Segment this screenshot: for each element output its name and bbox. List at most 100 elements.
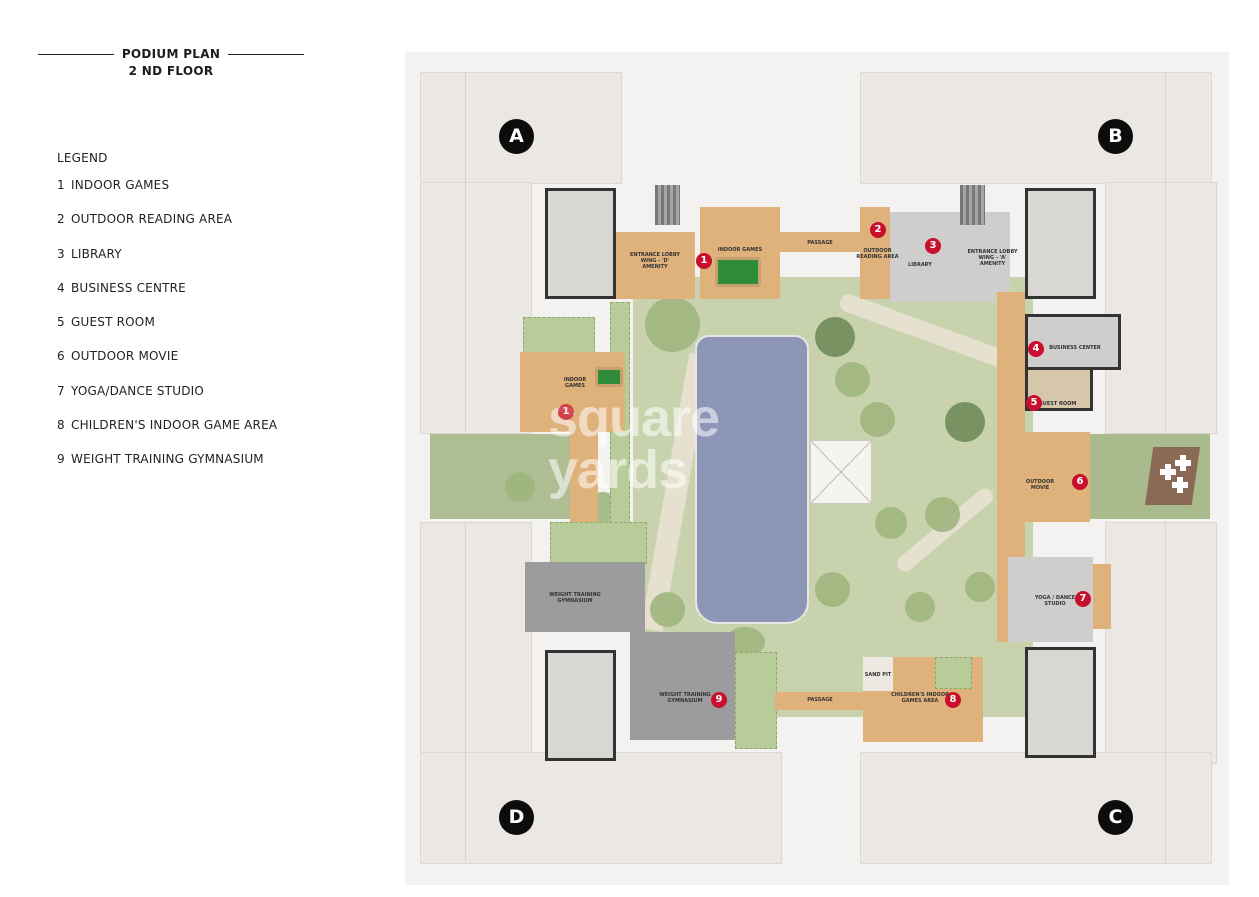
legend-item: 1 INDOOR GAMES — [57, 178, 277, 212]
entrance-lobby-d — [615, 232, 695, 299]
legend-label: YOGA/DANCE STUDIO — [71, 383, 205, 398]
tower-b-apartments — [860, 72, 1212, 184]
legend-item: 9 WEIGHT TRAINING GYMNASIUM — [57, 452, 277, 486]
floor-plan: ENTRANCE LOBBY WING - 'D' AMENITY INDOOR… — [405, 52, 1229, 885]
marker-6[interactable]: 6 — [1072, 474, 1088, 490]
tree-icon — [650, 592, 685, 627]
legend-number: 3 — [57, 246, 65, 261]
room-label: CHILDREN'S INDOOR GAMES AREA — [891, 692, 949, 704]
legend-number: 7 — [57, 383, 65, 398]
ghost-wall — [465, 522, 466, 862]
marker-2[interactable]: 2 — [870, 222, 886, 238]
tower-c-apartments — [860, 752, 1212, 864]
title-rule-right — [228, 54, 304, 55]
tree-icon — [505, 472, 535, 502]
tower-d-apartments — [420, 752, 782, 864]
room-label: ENTRANCE LOBBY WING - 'D' AMENITY — [630, 252, 680, 270]
seat-icon — [1175, 455, 1191, 471]
core-tower-b — [1025, 188, 1096, 299]
tree-icon — [925, 497, 960, 532]
legend-number: 5 — [57, 315, 65, 330]
landscape-west — [430, 434, 580, 519]
weight-training-gym-2 — [630, 632, 735, 740]
room-label: PASSAGE — [807, 240, 833, 246]
foosball-table-icon — [595, 367, 623, 387]
room-label: INDOOR GAMES — [717, 247, 763, 253]
legend-label: INDOOR GAMES — [71, 178, 170, 192]
legend-item: 7 YOGA/DANCE STUDIO — [57, 384, 277, 418]
tree-icon — [965, 572, 995, 602]
marker-4[interactable]: 4 — [1028, 341, 1044, 357]
legend-label: CHILDREN'S INDOOR GAME AREA — [71, 418, 278, 433]
title-line-1: PODIUM PLAN — [121, 47, 221, 61]
weight-training-gym-1 — [525, 562, 645, 632]
plan-title: PODIUM PLAN 2 ND FLOOR — [38, 47, 304, 78]
tree-icon — [815, 317, 855, 357]
indoor-games-west — [520, 352, 625, 432]
lawn-gym — [735, 652, 777, 749]
tower-badge-b[interactable]: B — [1098, 119, 1133, 154]
tree-icon — [835, 362, 870, 397]
room-label: OUTDOOR READING AREA — [856, 248, 899, 260]
tower-c-apartments-side — [1105, 522, 1217, 764]
legend-title: LEGEND — [57, 151, 108, 165]
title-rule-left — [38, 54, 114, 55]
room-label: YOGA / DANCE STUDIO — [1034, 595, 1076, 607]
marker-1[interactable]: 1 — [696, 253, 712, 269]
room-label: BUSINESS CENTER — [1049, 345, 1101, 351]
tower-badge-d[interactable]: D — [499, 800, 534, 835]
tower-badge-c[interactable]: C — [1098, 800, 1133, 835]
core-tower-a — [545, 188, 616, 299]
play-lawn — [935, 657, 972, 689]
legend-number: 6 — [57, 349, 65, 364]
legend-number: 4 — [57, 280, 65, 295]
open-deck — [810, 440, 872, 504]
tower-b-apartments-side — [1105, 182, 1217, 434]
passage-top — [780, 232, 860, 252]
guest-room — [1025, 367, 1093, 411]
legend-label: WEIGHT TRAINING GYMNASIUM — [71, 452, 264, 467]
lawn-nw — [523, 317, 595, 354]
tree-icon — [945, 402, 985, 442]
passage-bottom — [775, 692, 865, 710]
marker-5[interactable]: 5 — [1026, 395, 1042, 411]
tower-badge-a[interactable]: A — [499, 119, 534, 154]
cross-icon — [810, 440, 872, 504]
title-line-2: 2 ND FLOOR — [128, 64, 214, 78]
ghost-wall — [1165, 72, 1166, 432]
seat-icon — [1160, 464, 1176, 480]
legend-item: 3 LIBRARY — [57, 247, 277, 281]
tree-icon — [645, 297, 700, 352]
stairs — [960, 185, 985, 225]
room-label: ENTRANCE LOBBY WING - 'A' AMENITY — [967, 249, 1018, 267]
room-label: PASSAGE — [807, 697, 833, 703]
marker-7[interactable]: 7 — [1075, 591, 1091, 607]
room-label: GUEST ROOM — [1038, 401, 1077, 407]
room-label: LIBRARY — [908, 262, 932, 268]
tree-icon — [860, 402, 895, 437]
marker-3[interactable]: 3 — [925, 238, 941, 254]
room-label: OUTDOOR MOVIE — [1025, 479, 1055, 491]
swimming-pool — [695, 335, 809, 624]
legend-number: 9 — [57, 452, 65, 467]
ghost-wall — [465, 72, 466, 432]
legend-number: 1 — [57, 178, 65, 192]
room-label: WEIGHT TRAINING GYMNASIUM — [549, 592, 601, 604]
legend-label: LIBRARY — [71, 246, 122, 261]
tree-icon — [905, 592, 935, 622]
seating-court — [1145, 447, 1200, 505]
tower-d-apartments-side — [420, 522, 532, 764]
tree-icon — [875, 507, 907, 539]
legend-label: OUTDOOR READING AREA — [71, 212, 233, 227]
marker-8[interactable]: 8 — [945, 692, 961, 708]
marker-9[interactable]: 9 — [711, 692, 727, 708]
passage-west — [570, 432, 598, 522]
seat-icon — [1172, 477, 1188, 493]
marker-1-west[interactable]: 1 — [558, 404, 574, 420]
